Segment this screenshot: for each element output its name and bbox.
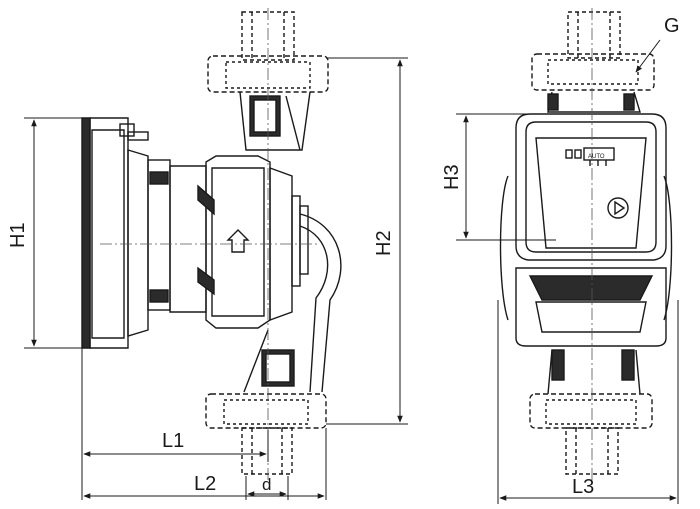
h1-label: H1 [7, 222, 29, 248]
volute-curve [243, 213, 342, 393]
bottom-pipe-stub [241, 427, 293, 475]
front-bottom-flange [529, 393, 653, 429]
start-button-icon [607, 197, 629, 219]
front-dimensions [456, 39, 679, 504]
l3-label: L3 [572, 476, 594, 498]
auto-display-text: AUTO [588, 154, 605, 160]
controller-box-side [81, 117, 149, 349]
h2-label: H2 [373, 230, 395, 256]
front-pump-head [499, 113, 673, 347]
side-dimensions [24, 57, 408, 500]
d-label: d [262, 475, 271, 494]
front-top-flange [531, 53, 655, 91]
g-leader-line [635, 39, 661, 73]
upper-pipe-body [239, 91, 311, 151]
g-label: G [664, 15, 680, 37]
front-view [499, 8, 673, 482]
top-pipe-stub [241, 11, 295, 61]
side-view [81, 8, 342, 482]
front-top-pipe-stub [567, 11, 621, 59]
center-lines [100, 8, 320, 482]
motor-housing [147, 155, 309, 329]
control-display [565, 147, 615, 166]
h3-label: H3 [441, 164, 463, 190]
l2-label: L2 [194, 473, 216, 495]
front-bottom-pipe-stub [565, 427, 619, 475]
flow-direction-arrow [226, 229, 250, 253]
top-flange [207, 55, 329, 93]
l1-label: L1 [162, 430, 184, 452]
